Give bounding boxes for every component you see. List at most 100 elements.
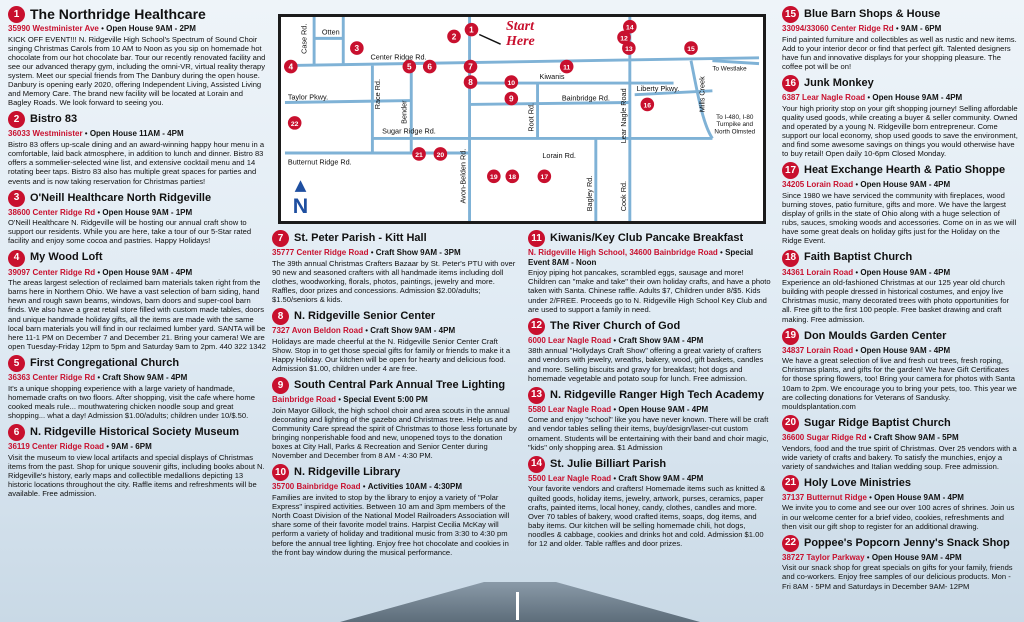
map-marker-19: 19	[487, 169, 501, 184]
label-liberty-pkwy: Liberty Pkwy.	[637, 84, 680, 93]
label-root-rd: Root Rd.	[527, 103, 536, 132]
entry-event: Open House 9AM - 4PM	[874, 492, 964, 502]
entry-number-badge: 7	[272, 230, 289, 247]
entry-subline: 37137 Butternut Ridge • Open House 9AM -…	[782, 492, 964, 502]
map-marker-dot	[559, 59, 574, 74]
entry-description: Enjoy piping hot pancakes, scrambled egg…	[528, 268, 771, 314]
entry-number-badge: 12	[528, 317, 545, 335]
map-marker-22: 22	[287, 116, 302, 130]
entry-event: Open House 11AM - 4PM	[89, 129, 184, 139]
entry-subline: 6387 Lear Nagle Road • Open House 9AM - …	[782, 93, 963, 103]
entry-title: Don Moulds Garden Center	[804, 329, 947, 342]
map-marker-3: 3	[350, 41, 364, 55]
map-marker-14: 14	[623, 19, 637, 34]
map-marker-dot	[487, 169, 501, 184]
entry-event: Open House 9AM - 4PM	[618, 404, 709, 414]
entry-title: N. Ridgeville Senior Center	[294, 310, 436, 323]
entry-subline: 36119 Center Ridge Road • 9AM - 6PM	[8, 442, 152, 452]
entry-number-badge: 15	[782, 6, 799, 23]
entry-description: Families are invited to stop by the libr…	[272, 493, 510, 557]
road-network	[284, 17, 760, 221]
entry-event: Open House 9AM - 2PM	[106, 24, 196, 33]
map-marker-11: 11	[559, 59, 574, 74]
map-marker-dot	[504, 75, 519, 89]
start-here-label: Start Here	[506, 19, 535, 49]
entry-description: We invite you to come and see our over 1…	[782, 503, 1015, 531]
entry-number-badge: 10	[272, 464, 289, 482]
entry-number-badge: 16	[782, 75, 799, 93]
label-lear-nagle-rd: Lear Nagle Road	[619, 88, 628, 143]
road-illustration	[340, 582, 700, 622]
entry-subline: 35777 Center Ridge Road • Craft Show 9AM…	[272, 248, 461, 257]
road-bainbridge	[469, 101, 630, 106]
entry-title: N. Ridgeville Ranger High Tech Academy	[550, 388, 764, 401]
map-marker-dot	[623, 19, 637, 34]
map-marker-number: 22	[291, 121, 299, 128]
map-marker-2: 2	[447, 29, 461, 44]
entry-description: 38th annual "Hollydays Craft Show" offer…	[528, 346, 764, 383]
entry-number-badge: 21	[782, 474, 799, 492]
entry-event: Open House 9AM - 4PM	[860, 267, 951, 277]
entry-title: Poppee's Popcorn Jenny's Snack Shop	[804, 536, 1010, 549]
entry-event: Activities 10AM - 4:30PM	[367, 482, 462, 492]
entry-number-badge: 14	[528, 455, 545, 473]
entry-title: O'Neill Healthcare North Ridgeville	[30, 191, 212, 204]
label-avon-belden-rd: Avon-Belden Rd.	[459, 149, 468, 204]
entry-description: It's a unique shopping experience with a…	[8, 383, 255, 420]
entry-subline: 38727 Taylor Parkway • Open House 9AM - …	[782, 552, 962, 562]
entry-title: N. Ridgeville Library	[294, 466, 401, 479]
entry-event: Special Event 5:00 PM	[343, 395, 428, 405]
entry-number-badge: 6	[8, 424, 25, 442]
entry-event: Craft Show 9AM - 3PM	[375, 248, 461, 257]
label-race-rd: Race Rd.	[373, 79, 382, 109]
entry-number-badge: 11	[528, 230, 545, 247]
entry-subline: 34205 Lorain Road • Open House 9AM - 4PM	[782, 180, 951, 190]
map-marker-9: 9	[504, 91, 519, 106]
label-cook-rd: Cook Rd.	[619, 181, 628, 211]
entry-description: The 39th annual Christmas Crafters Bazaa…	[272, 258, 516, 305]
map-marker-number: 19	[490, 174, 498, 181]
map-marker-number: 1	[469, 26, 474, 35]
map-marker-16: 16	[640, 97, 655, 112]
entry-address: 38600 Center Ridge Rd	[8, 207, 96, 217]
entry-subline: 5500 Lear Nagle Road • Craft Show 9AM - …	[528, 473, 704, 483]
entry-number-badge: 20	[782, 414, 799, 432]
to-i480-note: To I-480, I-80 Turnpike and North Olmste…	[714, 114, 755, 135]
entry-event: Open House 9AM - 1PM	[102, 207, 193, 217]
label-to-westlake: To Westlake	[712, 65, 747, 72]
entry-number-badge: 22	[782, 534, 799, 552]
entry-address: 36033 Westminister	[8, 129, 83, 139]
entry-title: The River Church of God	[550, 319, 681, 332]
map-marker-number: 13	[625, 46, 633, 53]
map-marker-number: 11	[563, 64, 570, 71]
north-arrow: N	[293, 180, 308, 218]
road-taylor	[284, 99, 412, 104]
label-lorain-rd: Lorain Rd.	[542, 151, 576, 160]
map-marker-8: 8	[463, 75, 478, 89]
road-center-line	[516, 592, 519, 620]
entry-subline: N. Ridgeville High School, 34600 Bainbri…	[528, 248, 754, 267]
entry-description: We have a great selection of live and fr…	[782, 356, 1017, 411]
entry-subline: 36363 Center Ridge Rd • Craft Show 9AM -…	[8, 373, 188, 382]
map-marker-1: 1	[464, 22, 479, 37]
map-marker-13: 13	[622, 41, 636, 55]
map-marker-number: 20	[437, 152, 445, 159]
entry-number-badge: 3	[8, 189, 25, 207]
entry-event: Craft Show 9AM - 4PM	[370, 326, 456, 336]
road-center-ridge	[284, 56, 760, 68]
entry-event: Open House 9AM - 4PM	[860, 345, 951, 355]
entry-event: Special Event 8AM - Noon	[528, 248, 754, 267]
